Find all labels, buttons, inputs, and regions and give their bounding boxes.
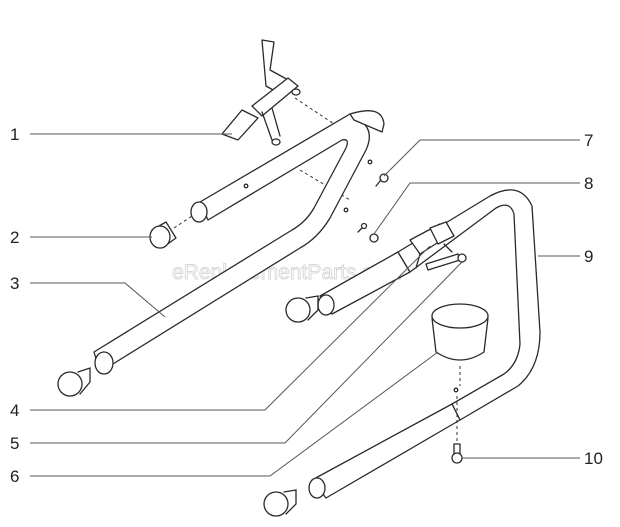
leader-lines [30, 133, 580, 477]
part-end-cap-bottom [263, 489, 297, 517]
callout-9: 9 [584, 247, 593, 266]
leader-4 [30, 245, 431, 411]
part-handle-bracket [221, 39, 301, 146]
callout-4: 4 [10, 401, 19, 420]
part-left-frame [93, 110, 385, 375]
callout-3: 3 [10, 274, 19, 293]
part-end-cap-middle [285, 295, 319, 323]
part-bolt [451, 443, 463, 464]
callout-2: 2 [10, 228, 19, 247]
leader-7 [383, 139, 580, 177]
callout-1: 1 [10, 125, 19, 144]
leader-6 [30, 351, 439, 477]
leader-8 [373, 182, 580, 235]
part-screw-7 [375, 173, 389, 187]
callout-7: 7 [584, 131, 593, 150]
part-cup [431, 303, 489, 361]
callout-8: 8 [584, 174, 593, 193]
leader-5 [30, 261, 463, 444]
callout-6: 6 [10, 467, 19, 486]
part-right-frame [308, 189, 541, 499]
dash-cap-to-frame [173, 215, 193, 229]
leader-3 [30, 282, 166, 318]
part-end-cap-upper [149, 221, 177, 249]
part-clamp [409, 221, 455, 269]
part-screw-8 [357, 222, 379, 243]
part-end-cap-left [57, 367, 91, 397]
callout-5: 5 [10, 434, 19, 453]
callout-10: 10 [584, 449, 603, 468]
